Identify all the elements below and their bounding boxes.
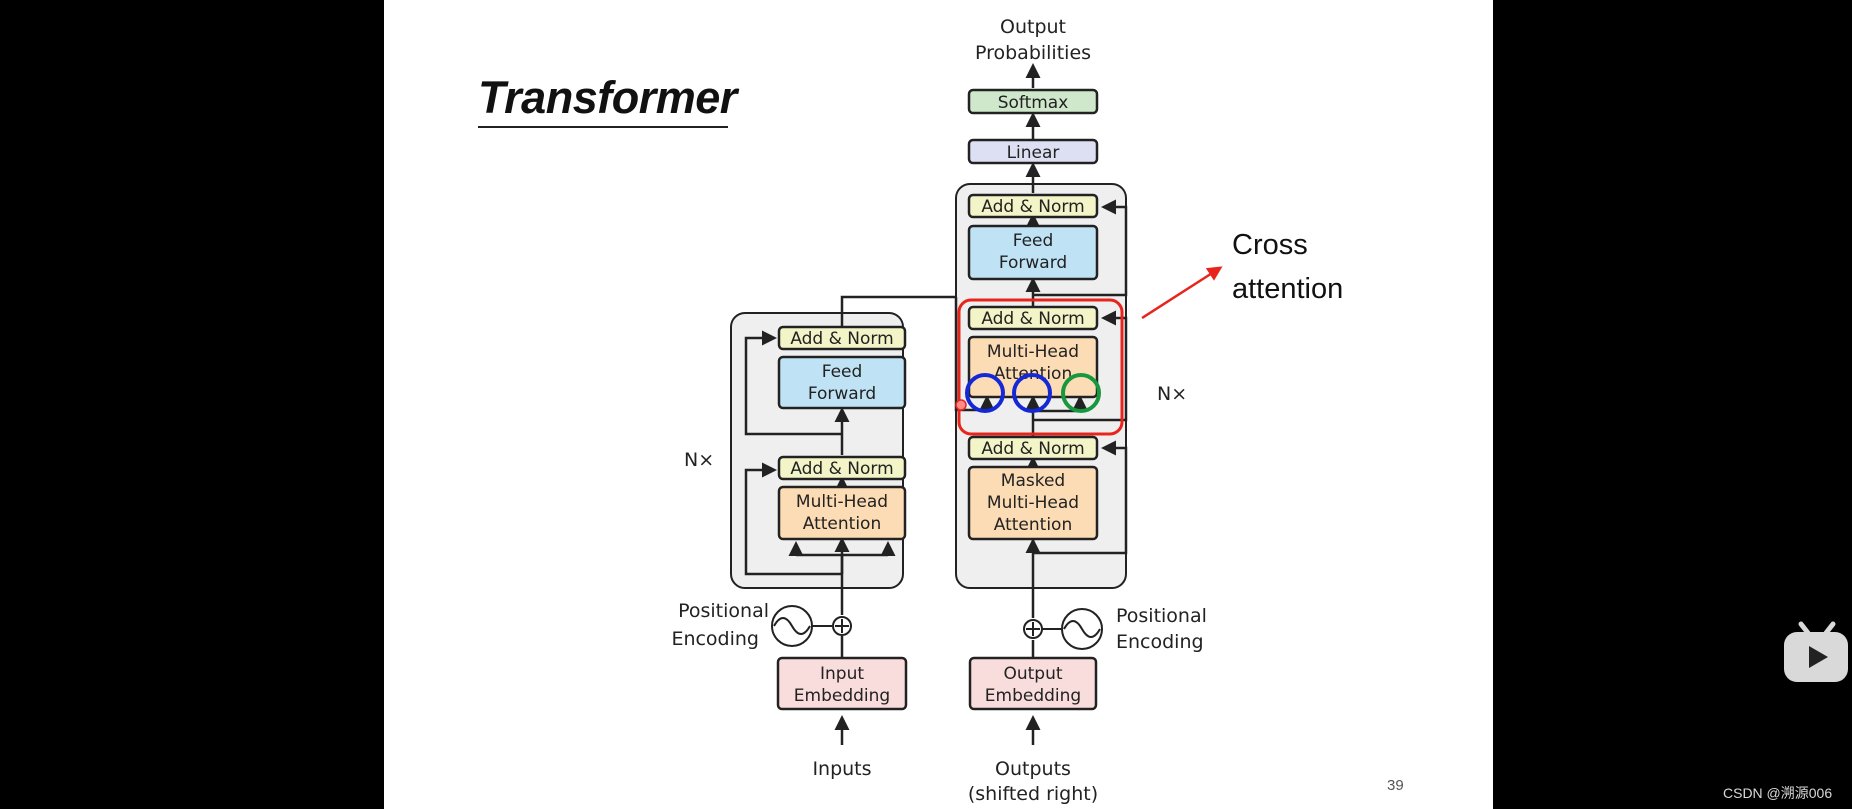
- svg-text:Add & Norm: Add & Norm: [790, 459, 893, 479]
- svg-text:Add & Norm: Add & Norm: [981, 309, 1084, 329]
- svg-text:Output: Output: [1003, 664, 1062, 684]
- query-circle: [1012, 373, 1052, 413]
- annotation-cross: Cross: [1232, 229, 1308, 261]
- svg-text:Feed: Feed: [1013, 231, 1054, 251]
- watermark: CSDN @溯源006: [1723, 785, 1833, 801]
- softmax-block: [967, 88, 1099, 115]
- svg-text:Masked: Masked: [1001, 471, 1065, 491]
- encoder-stack: [730, 312, 904, 589]
- svg-text:Add & Norm: Add & Norm: [981, 439, 1084, 459]
- decoder-feed-forward: [967, 224, 1099, 281]
- svg-text:Add & Norm: Add & Norm: [981, 197, 1084, 217]
- svg-text:Encoding: Encoding: [671, 628, 759, 650]
- transformer-diagram: Input Embedding Multi-Head Attention Add…: [671, 16, 1343, 805]
- cursor-dot: [955, 399, 967, 411]
- svg-text:Input: Input: [820, 664, 864, 684]
- outputs-label: Outputs: [995, 758, 1071, 780]
- svg-text:Softmax: Softmax: [998, 93, 1069, 113]
- svg-text:Forward: Forward: [808, 384, 876, 404]
- bilibili-play-icon[interactable]: [1781, 620, 1851, 686]
- svg-text:Probabilities: Probabilities: [975, 42, 1091, 64]
- cross-attention-arrow: [1141, 266, 1223, 320]
- encoder-positional-label: Positional: [678, 600, 769, 622]
- svg-text:Embedding: Embedding: [985, 686, 1081, 706]
- decoder-positional-label: Positional: [1116, 605, 1207, 627]
- svg-text:Embedding: Embedding: [794, 686, 890, 706]
- encoder-add-norm-1: [777, 455, 907, 481]
- slide: Transformer: [384, 0, 1493, 809]
- encoder-feed-forward: [777, 355, 907, 410]
- decoder-add-norm-1: [967, 435, 1099, 461]
- svg-text:Add & Norm: Add & Norm: [790, 329, 893, 349]
- decoder-add-norm-3: [967, 193, 1099, 219]
- decoder-nx-label: N×: [1157, 383, 1187, 405]
- output-probabilities-label: Output: [1000, 16, 1066, 38]
- cross-attention-highlight: [957, 298, 1124, 436]
- title-underline: [478, 126, 728, 128]
- page-number: 39: [1387, 777, 1404, 794]
- svg-text:Multi-Head: Multi-Head: [796, 492, 888, 512]
- svg-text:Multi-Head: Multi-Head: [987, 342, 1079, 362]
- encoder-nx-label: N×: [684, 449, 714, 471]
- svg-text:Multi-Head: Multi-Head: [987, 493, 1079, 513]
- svg-text:Feed: Feed: [822, 362, 863, 382]
- annotation-attention: attention: [1232, 273, 1343, 305]
- decoder-add-norm-2: [967, 305, 1099, 331]
- slide-title: Transformer: [478, 72, 737, 123]
- svg-text:Linear: Linear: [1007, 143, 1060, 163]
- svg-text:Forward: Forward: [999, 253, 1067, 273]
- svg-text:(shifted right): (shifted right): [968, 783, 1098, 805]
- decoder-output-embedding: [968, 656, 1098, 711]
- encoder-input-embedding: [776, 656, 908, 711]
- inputs-label: Inputs: [812, 758, 871, 780]
- linear-block: [967, 138, 1099, 165]
- svg-text:Encoding: Encoding: [1116, 631, 1204, 653]
- key-circle: [965, 373, 1005, 413]
- svg-text:Attention: Attention: [803, 514, 881, 534]
- encoder-add-norm-2: [777, 325, 907, 351]
- svg-text:Attention: Attention: [994, 515, 1072, 535]
- decoder-masked-multi-head-attention: [967, 465, 1099, 541]
- value-circle: [1061, 373, 1101, 413]
- encoder-multi-head-attention: [777, 485, 907, 541]
